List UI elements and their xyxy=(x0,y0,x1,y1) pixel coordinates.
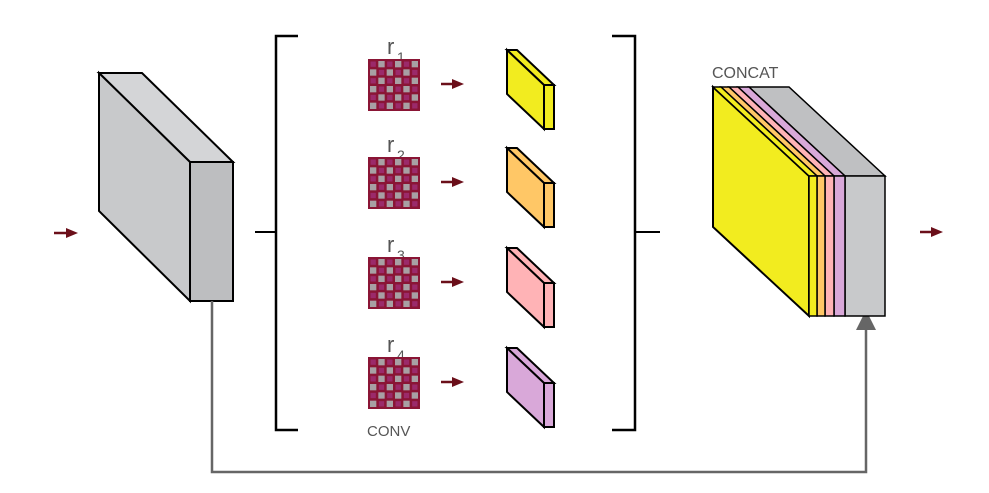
concat-layer-2-front xyxy=(816,175,826,317)
branch-arrow xyxy=(441,277,464,287)
rate-subscript: 1 xyxy=(397,49,405,65)
rate-subscript: 4 xyxy=(397,347,405,363)
conv-label: CONV xyxy=(367,423,410,440)
input-feature-block xyxy=(96,70,236,304)
rate-subscript: 3 xyxy=(397,247,405,263)
skip-connection-line xyxy=(210,301,876,474)
branch-output-block xyxy=(504,145,557,230)
concat-layer-3-front xyxy=(824,175,835,317)
branch-output-block xyxy=(504,245,557,330)
branch-arrow xyxy=(441,377,464,387)
concat-layer-4-front xyxy=(833,175,846,317)
branch-output-block xyxy=(504,345,557,430)
rate-label: r xyxy=(387,34,394,59)
concat-block xyxy=(711,84,887,319)
branch-output-block xyxy=(504,47,557,132)
left-bracket xyxy=(274,34,298,432)
input-arrow xyxy=(54,228,78,238)
concat-layer-1-front xyxy=(808,175,818,317)
right-bracket xyxy=(612,34,637,432)
dilated-kernel-icon xyxy=(368,157,420,209)
output-arrow xyxy=(920,227,943,237)
branch-arrow xyxy=(441,79,464,89)
concat-label: CONCAT xyxy=(712,65,779,82)
concat-layer-gray-front xyxy=(844,175,886,317)
rate-label: r xyxy=(387,332,394,357)
rate-label: r xyxy=(387,132,394,157)
branch-arrow xyxy=(441,177,464,187)
dilated-kernel-icon xyxy=(368,357,420,409)
dilated-kernel-icon xyxy=(368,257,420,309)
rate-label: r xyxy=(387,232,394,257)
rate-subscript: 2 xyxy=(397,147,405,163)
dilated-kernel-icon xyxy=(368,59,420,111)
